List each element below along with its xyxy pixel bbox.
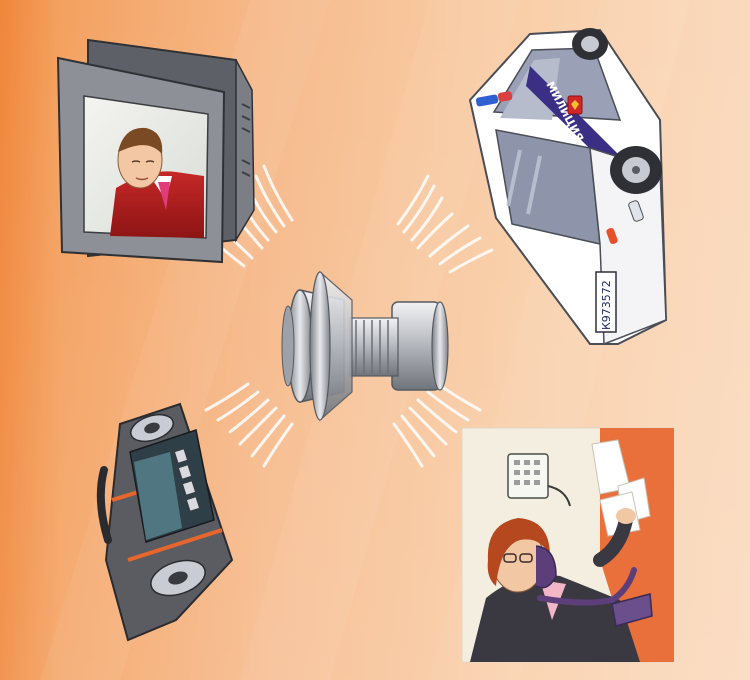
office-scene xyxy=(462,428,674,662)
police-car-icon: МИЛИЦИЯ К973572 xyxy=(470,28,666,344)
waves-to-car xyxy=(398,176,492,272)
waves-to-radio xyxy=(206,384,292,466)
radio-icon xyxy=(101,404,232,640)
tv-icon xyxy=(58,40,254,262)
license-plate: К973572 xyxy=(600,280,613,330)
satellite-dish-icon xyxy=(282,272,448,420)
